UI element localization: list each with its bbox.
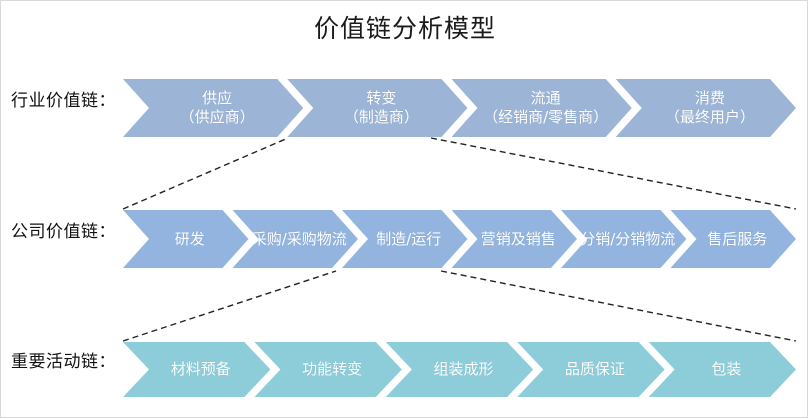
chevron-group-activities: 材料预备 功能转变 组装成形 品质保证 包装 bbox=[123, 342, 796, 397]
chevron-step-quality-assurance[interactable]: 品质保证 bbox=[517, 342, 664, 397]
connector-row2-to-row3-right bbox=[440, 270, 797, 342]
chevron-step-assembly[interactable]: 组装成形 bbox=[386, 342, 533, 397]
chevron-step-distribution[interactable]: 流通（经销商/零售商） bbox=[452, 79, 632, 137]
chevron-step-consumption-label: 消费（最终用户） bbox=[664, 89, 755, 126]
chevron-step-transform-label: 转变（制造商） bbox=[343, 89, 419, 126]
chevron-step-supply[interactable]: 供应（供应商） bbox=[123, 79, 303, 137]
chain-row-activities: 重要活动链： 材料预备 功能转变 组装成形 品质保证 包装 bbox=[1, 342, 808, 397]
chevron-step-quality-assurance-label: 品质保证 bbox=[564, 360, 625, 378]
chevron-step-procurement[interactable]: 采购/采购物流 bbox=[233, 210, 359, 268]
chevron-group-industry: 供应（供应商） 转变（制造商） 流通（经销商/零售商） 消费（最终用户） bbox=[123, 79, 796, 137]
chevron-step-supply-label: 供应（供应商） bbox=[179, 89, 255, 126]
connector-row1-to-row2-right bbox=[430, 137, 797, 210]
chevron-step-after-sales-label: 售后服务 bbox=[707, 229, 768, 248]
connector-row2-to-row3-left bbox=[122, 270, 337, 342]
row-label-company: 公司价值链： bbox=[11, 222, 116, 242]
row-label-industry: 行业价值链： bbox=[11, 91, 116, 111]
chevron-step-marketing-label: 营销及销售 bbox=[480, 229, 556, 248]
chevron-step-material-prep[interactable]: 材料预备 bbox=[123, 342, 270, 397]
chevron-step-after-sales[interactable]: 售后服务 bbox=[671, 210, 797, 268]
chevron-step-material-prep-label: 材料预备 bbox=[170, 360, 231, 378]
chevron-step-manufacturing-label: 制造/运行 bbox=[376, 229, 442, 248]
chevron-step-rnd-label: 研发 bbox=[174, 229, 205, 248]
chevron-step-manufacturing[interactable]: 制造/运行 bbox=[342, 210, 468, 268]
chevron-group-company: 研发 采购/采购物流 制造/运行 营销及销售 分销/分销物流 售后服务 bbox=[123, 210, 796, 268]
chevron-step-marketing[interactable]: 营销及销售 bbox=[452, 210, 578, 268]
chevron-step-function-transform-label: 功能转变 bbox=[302, 360, 363, 378]
row-label-activities: 重要活动链： bbox=[11, 352, 116, 372]
chevron-step-consumption[interactable]: 消费（最终用户） bbox=[616, 79, 796, 137]
chevron-step-procurement-label: 采购/采购物流 bbox=[251, 229, 347, 248]
chevron-step-function-transform[interactable]: 功能转变 bbox=[254, 342, 401, 397]
page-title: 价值链分析模型 bbox=[313, 14, 496, 43]
connector-row1-to-row2-left bbox=[122, 137, 289, 210]
chevron-step-rnd[interactable]: 研发 bbox=[123, 210, 249, 268]
chevron-step-transform[interactable]: 转变（制造商） bbox=[287, 79, 467, 137]
chevron-step-packaging-label: 包装 bbox=[711, 360, 742, 378]
chevron-step-packaging[interactable]: 包装 bbox=[649, 342, 796, 397]
chain-row-industry: 行业价值链： 供应（供应商） 转变（制造商） 流通（经销商/零售商） 消费（最终… bbox=[1, 79, 808, 137]
chevron-step-distribution-logistics-label: 分销/分销物流 bbox=[580, 229, 676, 248]
chevron-step-distribution-logistics[interactable]: 分销/分销物流 bbox=[561, 210, 687, 268]
chevron-step-assembly-label: 组装成形 bbox=[433, 360, 494, 378]
chevron-step-distribution-label: 流通（经销商/零售商） bbox=[483, 89, 609, 126]
chain-row-company: 公司价值链： 研发 采购/采购物流 制造/运行 营销及销售 分销/分销物流 售后… bbox=[1, 210, 808, 268]
